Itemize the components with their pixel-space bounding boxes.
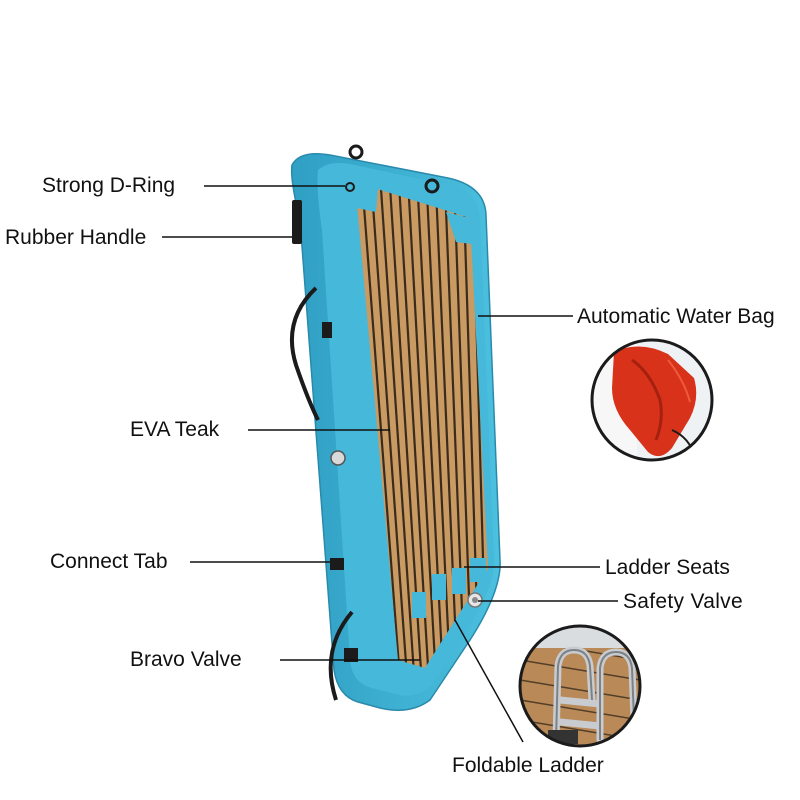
valve-icon (472, 597, 478, 603)
water-bag-inset (590, 338, 714, 462)
bottom-rope-handle (328, 610, 354, 701)
label-safety-valve: Safety Valve (623, 590, 743, 613)
label-foldable-ladder: Foldable Ladder (452, 754, 604, 777)
d-ring-icon (348, 144, 364, 160)
label-ladder-seats: Ladder Seats (605, 556, 730, 579)
label-strong-d-ring: Strong D-Ring (42, 174, 176, 197)
corner-pad (446, 212, 472, 244)
ladder-inset (518, 624, 642, 748)
teak-groove (434, 182, 459, 668)
leader-lines (162, 185, 618, 743)
teak-groove (425, 182, 452, 668)
teak-groove (406, 182, 438, 668)
d-ring-icon (424, 178, 440, 194)
label-rubber-handle: Rubber Handle (5, 226, 147, 249)
label-connect-tab: Connect Tab (50, 550, 168, 573)
d-ring-icon (345, 182, 355, 192)
connect-tab-icon (322, 322, 332, 338)
rubber-handle-icon (292, 200, 302, 244)
teak-groove (379, 182, 416, 668)
valve-icon (330, 450, 346, 466)
label-automatic-water-bag: Automatic Water Bag (577, 305, 775, 328)
corner-pad (355, 182, 378, 212)
connect-tab-icon (330, 558, 344, 570)
ladder-seat-cutouts (412, 558, 486, 618)
connect-tab-icon (344, 648, 358, 662)
inflatable-platform (289, 144, 501, 711)
side-rope-handle (289, 286, 320, 421)
teak-groove (443, 182, 466, 668)
water-bag-icon (612, 346, 697, 457)
label-bravo-valve: Bravo Valve (130, 648, 242, 671)
label-eva-teak: EVA Teak (130, 418, 220, 441)
